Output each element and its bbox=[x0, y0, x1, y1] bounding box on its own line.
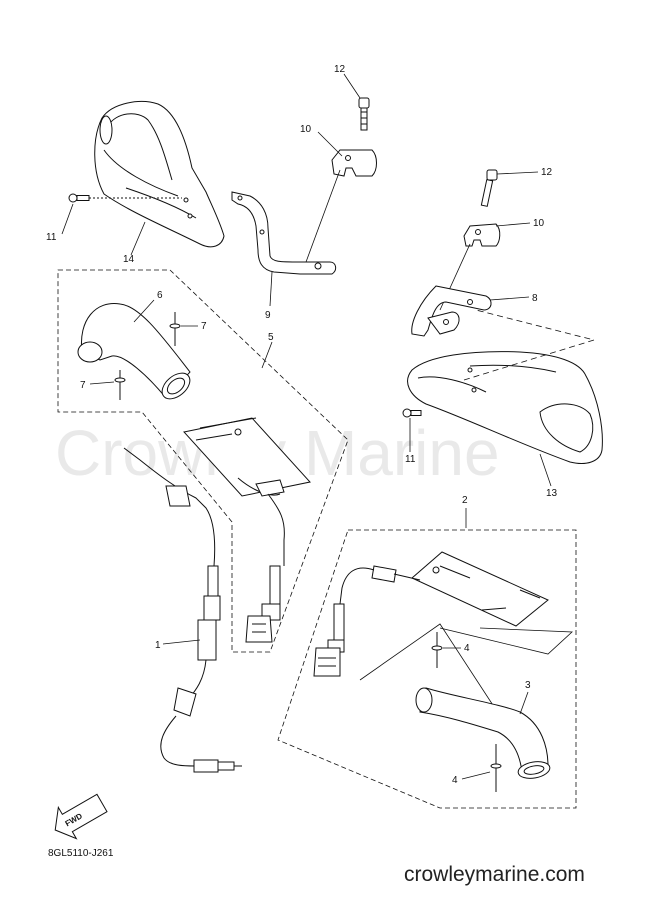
part-12-bolt-left bbox=[358, 97, 370, 131]
part-1-cable bbox=[123, 447, 242, 773]
callout-12-left: 12 bbox=[334, 64, 346, 75]
callout-4-lower: 4 bbox=[452, 775, 458, 786]
callout-10-right: 10 bbox=[533, 218, 545, 229]
assembly-5-outline bbox=[57, 269, 349, 653]
callout-8: 8 bbox=[532, 293, 538, 304]
part-7-rivet-left-upper bbox=[169, 312, 181, 346]
callout-13: 13 bbox=[546, 488, 558, 499]
callout-11-right: 11 bbox=[405, 454, 416, 465]
site-url: crowleymarine.com bbox=[404, 863, 585, 886]
part-4-rivet-right-upper bbox=[431, 632, 443, 668]
callout-2: 2 bbox=[462, 495, 468, 506]
part-4-rivet-right-lower bbox=[490, 744, 502, 792]
callout-3: 3 bbox=[525, 680, 531, 691]
part-12-bolt-right bbox=[480, 169, 498, 207]
part-9-bracket-left bbox=[231, 191, 337, 275]
callout-6: 6 bbox=[157, 290, 163, 301]
connector-right bbox=[313, 565, 421, 677]
part-8-bracket-right bbox=[411, 285, 492, 337]
fwd-arrow-icon: FWD bbox=[54, 793, 108, 840]
heater-element-left bbox=[183, 417, 311, 566]
callout-10-left: 10 bbox=[300, 124, 312, 135]
diagram-code: 8GL5110-J261 bbox=[48, 848, 114, 859]
callout-1: 1 bbox=[155, 640, 161, 651]
heater-element-right bbox=[411, 551, 573, 655]
part-11-screw-left bbox=[68, 193, 182, 203]
part-13-hand-guard-right bbox=[407, 309, 603, 464]
part-3-grip-right bbox=[359, 623, 551, 779]
part-11-screw-right bbox=[402, 408, 422, 418]
connector-left bbox=[245, 565, 281, 643]
callout-4-upper: 4 bbox=[464, 643, 470, 654]
callout-11-left: 11 bbox=[46, 232, 57, 243]
callout-14: 14 bbox=[123, 254, 135, 265]
part-10-clamp-left bbox=[305, 149, 377, 263]
callout-5: 5 bbox=[268, 332, 274, 343]
part-14-hand-guard-left bbox=[94, 101, 225, 248]
part-7-rivet-left-lower bbox=[114, 370, 126, 400]
callout-7-upper: 7 bbox=[201, 321, 207, 332]
part-6-grip-left bbox=[77, 303, 191, 400]
callout-9: 9 bbox=[265, 310, 271, 321]
callout-12-right: 12 bbox=[541, 167, 553, 178]
callout-7-lower: 7 bbox=[80, 380, 86, 391]
